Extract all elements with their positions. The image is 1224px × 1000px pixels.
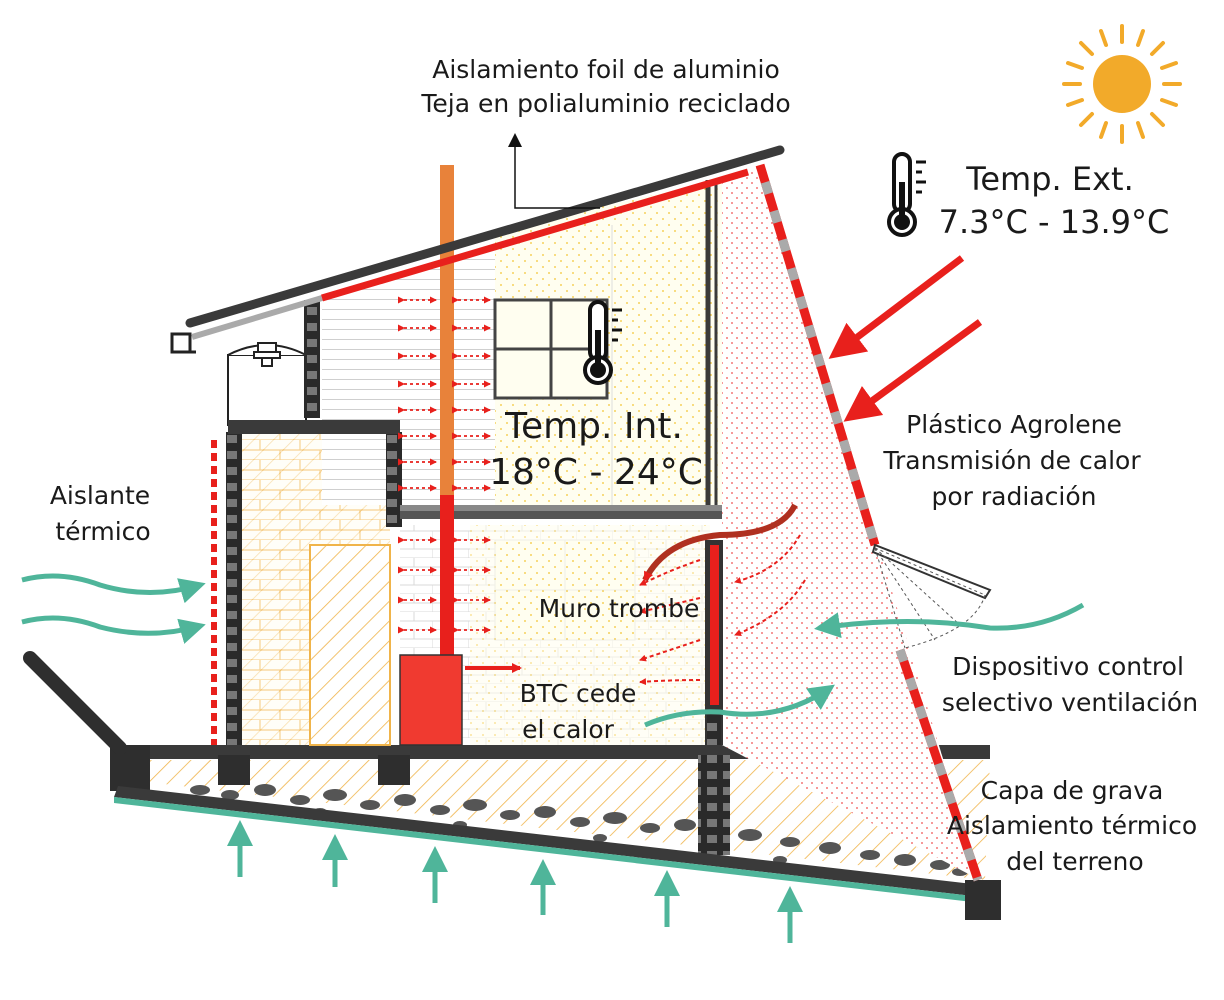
trombe-label: Muro trombe: [539, 594, 700, 623]
temp-int-range: 18°C - 24°C: [489, 452, 703, 493]
left-wall: [226, 432, 242, 745]
water-tank: [170, 332, 307, 426]
thermometer-icon: [583, 300, 622, 385]
solar-radiation-arrows: [828, 255, 983, 422]
roof-label-line1: Aislamiento foil de aluminio: [432, 55, 780, 84]
upper-left-wall: [304, 300, 320, 418]
gravel-label-line1: Capa de grava: [981, 776, 1164, 805]
insulation-label-line1: Aislante: [50, 481, 150, 510]
temp-ext-range: 7.3°C - 13.9°C: [939, 203, 1170, 241]
thermometer-icon: [887, 152, 926, 237]
gravel-label-line2: Aislamiento térmico: [947, 811, 1197, 840]
inner-wall: [386, 432, 402, 527]
convection-arrow: [642, 503, 798, 582]
internal-heat-arrows-upper: [398, 296, 491, 492]
roof-label-line2: Teja en polialuminio reciclado: [420, 89, 790, 118]
insulation-label-line2: térmico: [55, 517, 150, 546]
sun-icon: [1062, 24, 1182, 144]
btc-heater: [399, 654, 463, 746]
ground-heat-arrows: [227, 820, 803, 943]
trombe-wall: [710, 545, 719, 705]
internal-heat-arrows-lower: [398, 536, 491, 634]
chimney-pipe-lower: [440, 495, 454, 655]
vent-label-line1: Dispositivo control: [952, 652, 1184, 681]
temp-int-title: Temp. Int.: [504, 406, 683, 447]
greenhouse-heat-waves: [639, 534, 806, 686]
gravel-layer: [23, 651, 1001, 920]
chimney-pipe: [440, 165, 454, 495]
mid-slab: [228, 420, 400, 434]
gravel-label-line3: del terreno: [1006, 847, 1143, 876]
vent-label-line2: selectivo ventilación: [942, 688, 1198, 717]
plastic-label-line2: Transmisión de calor: [882, 446, 1141, 475]
roof-leader-line: [508, 133, 600, 209]
ventilation-flap: [871, 543, 992, 649]
temp-ext-title: Temp. Ext.: [965, 160, 1134, 198]
btc-label-line1: BTC cede: [520, 679, 637, 708]
plastic-label-line3: por radiación: [932, 482, 1097, 511]
airflow-arrows: [21, 573, 1085, 728]
plastic-label-line1: Plástico Agrolene: [906, 410, 1122, 439]
roof: [185, 145, 785, 340]
btc-label-line2: el calor: [522, 715, 615, 744]
agrolene-plastic: [755, 163, 983, 882]
